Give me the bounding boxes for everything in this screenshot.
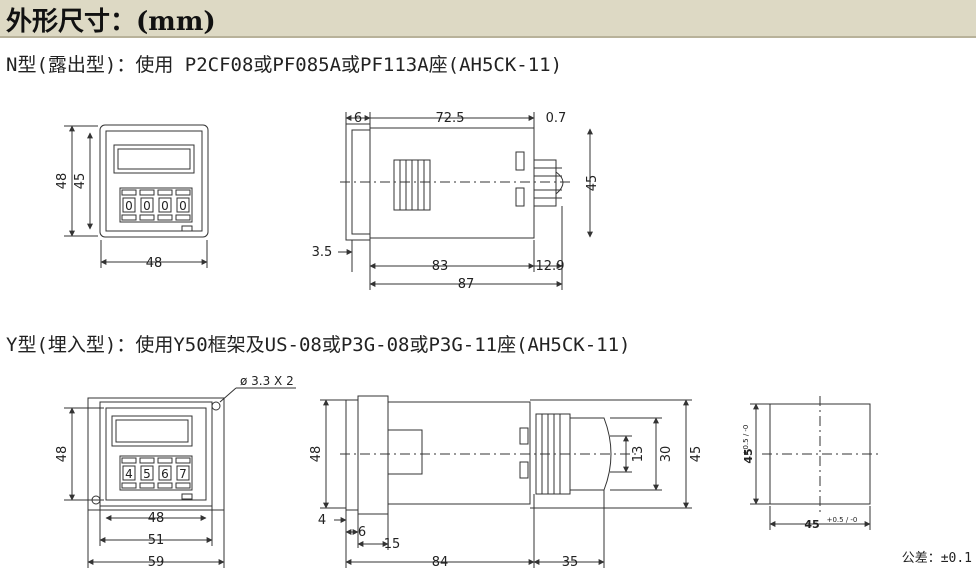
y-front-w3: 59	[148, 555, 165, 570]
cutout-h-label: 45	[804, 518, 819, 531]
n-type-heading: N型(露出型)：使用 P2CF08或PF085A或PF113A座(AH5CK-1…	[6, 54, 563, 76]
y-side-d2: 6	[358, 525, 366, 540]
y-front-down-key	[157, 482, 173, 489]
n-front-height-outer: 48	[55, 173, 70, 190]
n-front-digit: 0	[179, 199, 187, 213]
y-front-height: 48	[55, 446, 70, 463]
n-front-digit-box	[176, 197, 190, 213]
cutout-v-label: 45	[742, 448, 755, 463]
n-side-flange: 6	[354, 111, 362, 126]
y-front-digit: 7	[179, 467, 187, 481]
y-front-digit-box	[122, 465, 136, 481]
n-front-digit: 0	[125, 199, 133, 213]
y-front-hole: ø 3.3 X 2	[240, 374, 294, 388]
n-side-offset: 0.7	[546, 111, 567, 126]
y-side-length: 84	[432, 555, 449, 570]
y-side-d1: 4	[318, 513, 326, 528]
y-front-digit: 5	[143, 467, 151, 481]
n-front-down-key	[175, 214, 191, 221]
y-side-d3: 15	[384, 537, 401, 552]
n-side-height: 45	[585, 175, 600, 192]
n-front-down-key	[121, 214, 137, 221]
cutout-h-tol: +0.5 / -0	[827, 516, 858, 524]
title-bar: 外形尺寸：(mm)	[0, 0, 976, 38]
n-front-up-key	[157, 189, 173, 196]
y-front-w1: 48	[148, 511, 165, 526]
y-front-up-key	[139, 457, 155, 464]
y-side-s2: 30	[659, 446, 674, 463]
y-front-down-key	[175, 482, 191, 489]
y-front-digit-box	[140, 465, 154, 481]
y-side-s1: 13	[631, 446, 646, 463]
n-side-length: 83	[432, 259, 449, 274]
n-front-up-key	[121, 189, 137, 196]
n-front-down-key	[139, 214, 155, 221]
n-front-down-key	[157, 214, 173, 221]
y-side-s3: 45	[689, 446, 704, 463]
y-front-digit-box	[176, 465, 190, 481]
n-side-total: 87	[458, 277, 475, 292]
n-front-up-key	[139, 189, 155, 196]
cutout-v-tol: +0.5 / -0	[742, 425, 750, 456]
n-side-body: 72.5	[436, 111, 465, 126]
y-front-up-key	[121, 457, 137, 464]
y-front-up-key	[157, 457, 173, 464]
n-front-digit-box	[122, 197, 136, 213]
page-title: 外形尺寸：(mm)	[6, 7, 216, 37]
n-front-digit: 0	[143, 199, 151, 213]
y-side-height: 48	[309, 446, 324, 463]
n-front-digit-box	[158, 197, 172, 213]
y-front-digit-box	[158, 465, 172, 481]
n-front-width: 48	[146, 256, 163, 271]
y-front-up-key	[175, 457, 191, 464]
y-type-heading: Y型(埋入型)：使用Y50框架及US-08或P3G-08或P3G-11座(AH5…	[6, 334, 631, 356]
y-front-down-key	[121, 482, 137, 489]
y-side-view	[320, 395, 692, 568]
n-side-view	[338, 112, 593, 290]
y-front-digit: 6	[161, 467, 169, 481]
n-front-digit: 0	[161, 199, 169, 213]
n-front-height-inner: 45	[73, 173, 88, 190]
n-front-digit-box	[140, 197, 154, 213]
y-front-down-key	[139, 482, 155, 489]
y-side-socket: 35	[562, 555, 579, 570]
n-front-up-key	[175, 189, 191, 196]
y-front-digit: 4	[125, 467, 133, 481]
panel-cutout	[750, 396, 878, 530]
n-side-pin-offset: 3.5	[312, 245, 333, 260]
tolerance-note: 公差：±0.1	[901, 551, 972, 566]
y-front-w2: 51	[148, 533, 165, 548]
n-side-pins: 12.9	[536, 259, 565, 274]
